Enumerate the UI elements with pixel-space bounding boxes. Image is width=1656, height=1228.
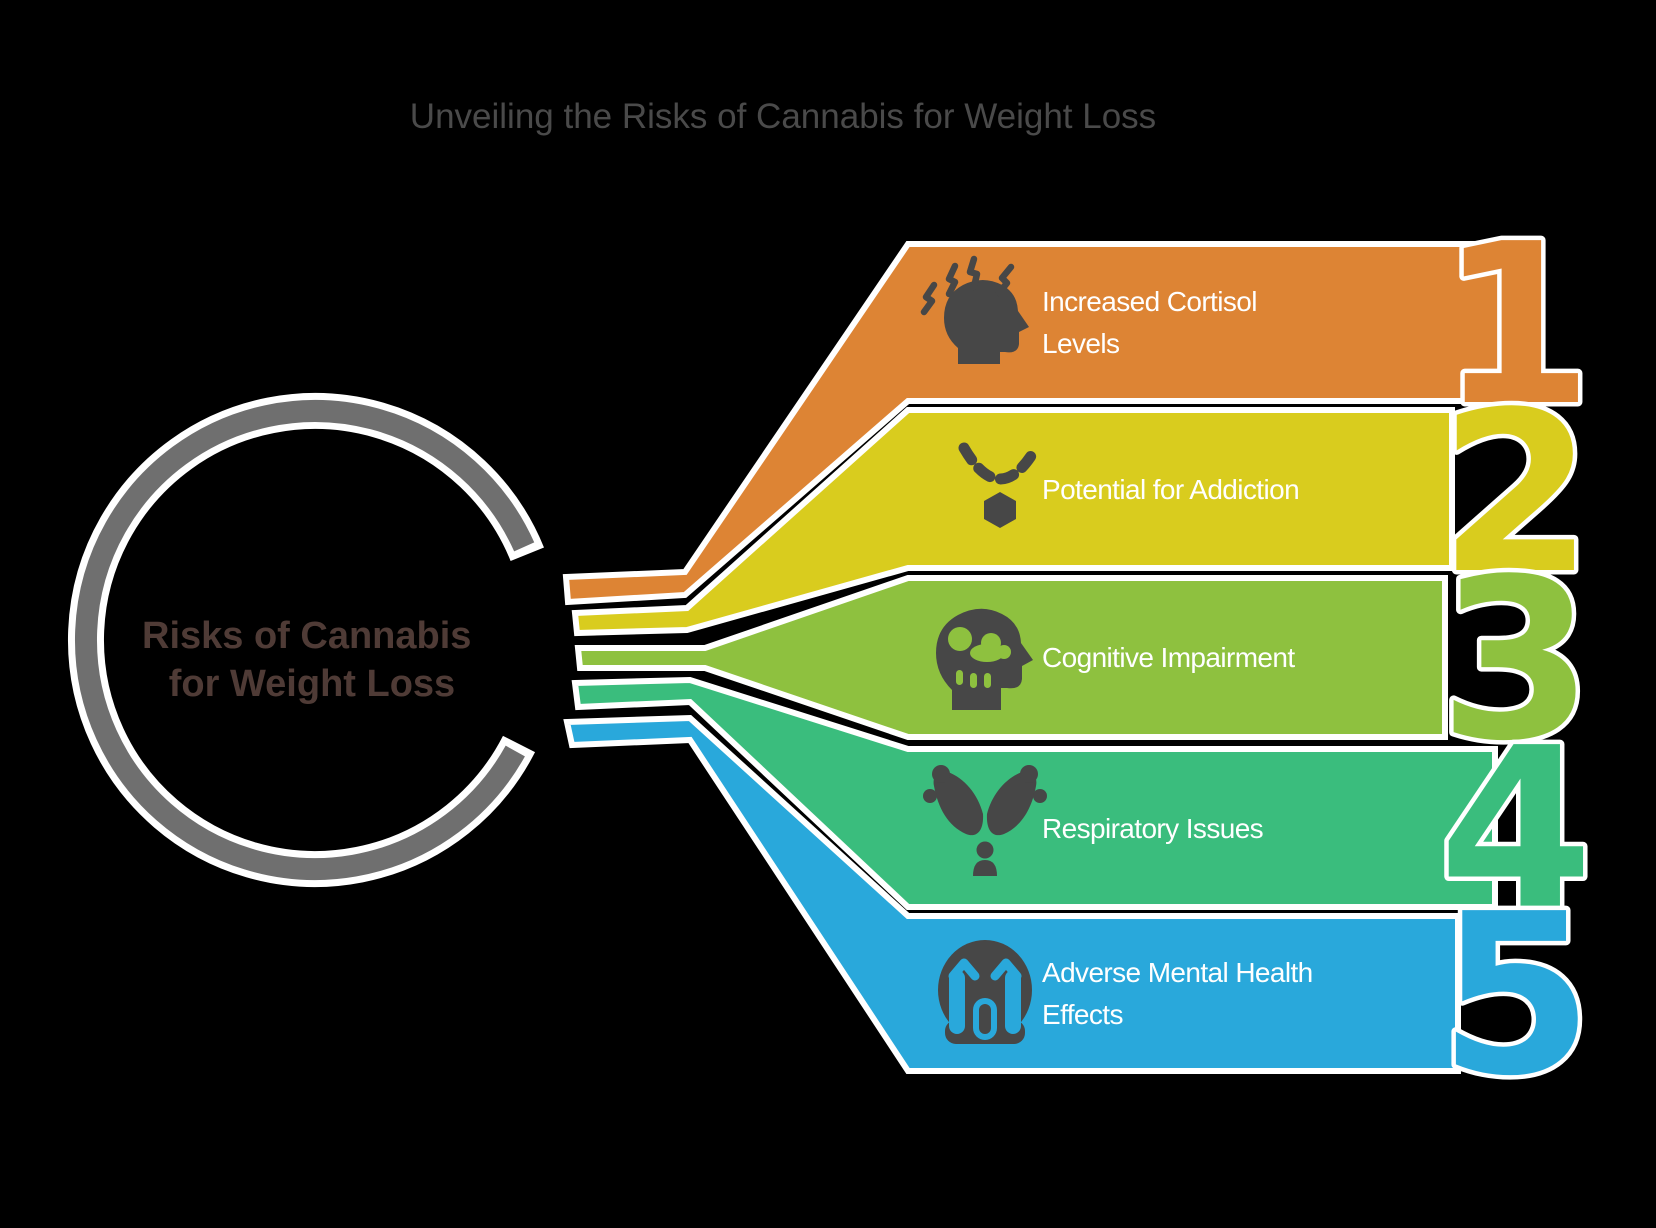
band-ribbon-2 — [571, 407, 1455, 637]
tear-stream — [949, 970, 965, 1034]
band-label-3-line1: Cognitive Impairment — [1042, 642, 1295, 673]
ring-arc — [75, 400, 535, 880]
head-silhouette — [944, 280, 1029, 364]
lung-right — [986, 765, 1047, 836]
tear-stream — [1005, 970, 1021, 1034]
person-head — [976, 841, 994, 859]
band-number-3: 3 — [1439, 532, 1593, 790]
lung-left — [923, 765, 984, 836]
crying-face-icon — [938, 940, 1032, 1044]
person-body — [973, 860, 997, 876]
band-label-1: Increased Cortisol Levels — [1042, 286, 1264, 359]
rain-drop — [970, 673, 977, 688]
band-label-1-line2: Levels — [1042, 328, 1119, 359]
wailing-mouth-inner — [979, 1004, 991, 1034]
band-label-4-line1: Respiratory Issues — [1042, 813, 1263, 844]
pendant-hexagon — [984, 492, 1016, 528]
necklace-chain — [958, 442, 1042, 485]
band-label-4: Respiratory Issues — [1042, 813, 1263, 844]
brain-fog-head-icon — [936, 608, 1033, 710]
lung-tip — [1020, 765, 1038, 783]
band-number-4: 4 — [1439, 701, 1593, 959]
stressed-head-icon — [920, 255, 1029, 364]
stress-bolt-icon — [945, 262, 959, 298]
stress-bolt-icon — [995, 263, 1015, 297]
lung-lobe — [986, 770, 1037, 836]
lungs-respiratory-icon — [923, 765, 1047, 876]
band-number-2: 2 — [1439, 365, 1593, 623]
band-label-2: Potential for Addiction — [1042, 474, 1299, 505]
fog-cloud — [970, 644, 1004, 662]
band-label-3: Cognitive Impairment — [1042, 642, 1295, 673]
band-label-5-line2: Effects — [1042, 999, 1123, 1030]
lung-tip — [923, 789, 937, 803]
band-label-5: Adverse Mental Health Effects — [1042, 957, 1320, 1030]
center-ring — [68, 393, 544, 887]
rain-drop — [956, 670, 963, 685]
band-ribbon-5 — [563, 714, 1461, 1074]
lung-tip — [1033, 789, 1047, 803]
lung-lobe — [933, 770, 984, 836]
center-label-line1: Risks of Cannabis — [142, 615, 471, 657]
band-ribbon-1 — [562, 241, 1509, 606]
rain-drop — [984, 673, 991, 688]
page-title: Unveiling the Risks of Cannabis for Weig… — [410, 97, 1156, 136]
necklace-addiction-icon — [958, 442, 1042, 528]
center-label: Risks of Cannabis for Weight Loss — [142, 615, 482, 705]
band-number-5: 5 — [1439, 867, 1593, 1125]
band-label-2-line1: Potential for Addiction — [1042, 474, 1299, 505]
fog-bubble — [948, 627, 972, 651]
center-label-line2: for Weight Loss — [169, 663, 455, 705]
stress-bolt-icon — [966, 255, 981, 291]
band-label-1-line1: Increased Cortisol — [1042, 286, 1257, 317]
band-number-1: 1 — [1439, 197, 1593, 455]
band-label-5-line1: Adverse Mental Health — [1042, 957, 1313, 988]
lung-tip — [932, 765, 950, 783]
stress-bolt-icon — [920, 281, 938, 316]
